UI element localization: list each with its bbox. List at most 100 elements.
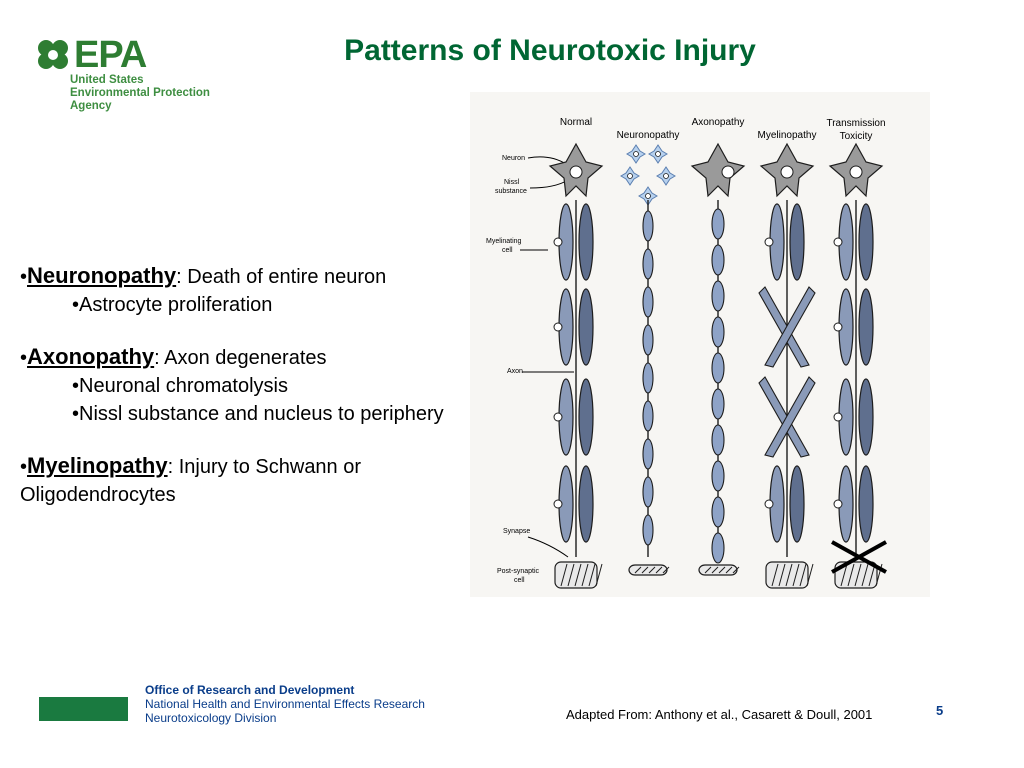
label-myelinating-cell: cell	[502, 247, 513, 254]
col-header-toxicity: Toxicity	[840, 131, 873, 142]
myelin-sheath	[789, 203, 805, 281]
sub-bullet: •Neuronal chromatolysis	[72, 375, 288, 397]
myelin-sheath	[858, 288, 874, 366]
hatch-line	[799, 563, 807, 587]
hatch-line	[778, 563, 786, 587]
nucleus	[849, 165, 863, 179]
myelin-sheath	[858, 378, 874, 456]
schwann-nucleus	[833, 412, 843, 422]
axon-debris	[642, 210, 654, 242]
axon-debris	[642, 476, 654, 508]
office-name: Office of Research and Development	[145, 683, 355, 697]
axon-debris	[642, 286, 654, 318]
hatch-line	[854, 563, 862, 587]
bullet-myelinopathy: •Myelinopathy: Injury to Schwann or	[20, 453, 362, 478]
schwann-nucleus	[764, 499, 774, 509]
label-nissl-substance: substance	[495, 188, 527, 195]
hatch-line	[732, 566, 740, 574]
epa-flower-icon	[38, 40, 68, 69]
fragment-nucleus	[663, 173, 669, 179]
schwann-nucleus	[833, 237, 843, 247]
epa-logo: EPA United States Environmental Protecti…	[36, 34, 236, 118]
page-number: 5	[936, 703, 944, 718]
myelin-sheath	[578, 465, 594, 543]
hatch-line	[704, 566, 712, 574]
label-post-synaptic: Post-synaptic	[497, 568, 540, 575]
bullet-axonopathy: •Axonopathy: Axon degenerates	[20, 344, 327, 369]
degenerating-axon	[711, 496, 725, 528]
hatch-line	[595, 563, 603, 587]
fragment-nucleus	[627, 173, 633, 179]
hatch-line	[725, 566, 733, 574]
sub-bullet: •Nissl substance and nucleus to peripher…	[72, 403, 444, 425]
col-header-transmission: Transmission	[826, 118, 885, 129]
myelin-sheath	[578, 378, 594, 456]
hatch-line	[718, 566, 726, 574]
col-header-axonopathy: Axonopathy	[692, 117, 745, 128]
myelin-sheath	[578, 288, 594, 366]
blocked-transmission-x	[831, 540, 887, 574]
label-nissl: Nissl	[504, 179, 520, 186]
injury-diagram: Normal Neuronopathy Axonopathy Myelinopa…	[486, 117, 887, 589]
myelin-sheath	[578, 203, 594, 281]
myelin-sheath	[789, 465, 805, 543]
fragment-nucleus	[655, 151, 661, 157]
schwann-nucleus	[833, 499, 843, 509]
col-header-normal: Normal	[560, 117, 592, 128]
schwann-nucleus	[553, 322, 563, 332]
hatch-line	[868, 563, 876, 587]
hatch-line	[847, 563, 855, 587]
fragment-nucleus	[633, 151, 639, 157]
post-synaptic-cell	[628, 564, 668, 576]
hatch-line	[581, 563, 589, 587]
hatch-line	[861, 563, 869, 587]
hatch-line	[785, 563, 793, 587]
term-myelinopathy: Myelinopathy	[27, 453, 168, 478]
schwann-nucleus	[553, 237, 563, 247]
hatch-line	[641, 566, 649, 574]
nucleus	[569, 165, 583, 179]
sub-bullet: •Astrocyte proliferation	[72, 294, 273, 316]
neurotoxic-injury-figure: Normal Neuronopathy Axonopathy Myelinopa…	[470, 92, 930, 597]
hatch-line	[792, 563, 800, 587]
epa-agency-name: United States Environmental Protection A…	[70, 74, 210, 112]
bullet-myelinopathy-cont: Oligodendrocytes	[20, 484, 176, 506]
degenerating-axon	[711, 388, 725, 420]
axon-debris	[642, 438, 654, 470]
hatch-line	[771, 563, 779, 587]
schwann-nucleus	[833, 322, 843, 332]
label-axon: Axon	[507, 368, 523, 375]
axon-debris	[642, 324, 654, 356]
axon-debris	[642, 362, 654, 394]
slide-title: Patterns of Neurotoxic Injury	[344, 34, 756, 67]
nucleus	[721, 165, 735, 179]
hatch-line	[634, 566, 642, 574]
fragment-nucleus	[645, 193, 651, 199]
hatch-line	[711, 566, 719, 574]
col-header-neuronopathy: Neuronopathy	[617, 130, 680, 141]
axon-debris	[642, 514, 654, 546]
division-name: Neurotoxicology Division	[145, 711, 277, 725]
degenerating-axon	[711, 208, 725, 240]
degenerating-axon	[711, 316, 725, 348]
schwann-nucleus	[553, 412, 563, 422]
footer-office: Office of Research and Development Natio…	[145, 683, 425, 725]
degenerating-axon	[711, 352, 725, 384]
term-neuronopathy: Neuronopathy	[27, 263, 177, 288]
damaged-myelin	[758, 376, 810, 458]
degenerating-axon	[711, 424, 725, 456]
schwann-nucleus	[553, 499, 563, 509]
epa-letters: EPA	[74, 34, 147, 76]
degenerating-axon	[711, 280, 725, 312]
myelin-sheath	[858, 203, 874, 281]
degenerating-axon	[711, 460, 725, 492]
hatch-line	[560, 563, 568, 587]
hatch-line	[662, 566, 670, 574]
figure-credit: Adapted From: Anthony et al., Casarett &…	[566, 707, 873, 722]
hatch-line	[655, 566, 663, 574]
hatch-line	[574, 563, 582, 587]
schwann-nucleus	[764, 237, 774, 247]
axon-debris	[642, 400, 654, 432]
footer-green-bar	[39, 697, 128, 721]
label-post-synaptic-cell: cell	[514, 577, 525, 584]
